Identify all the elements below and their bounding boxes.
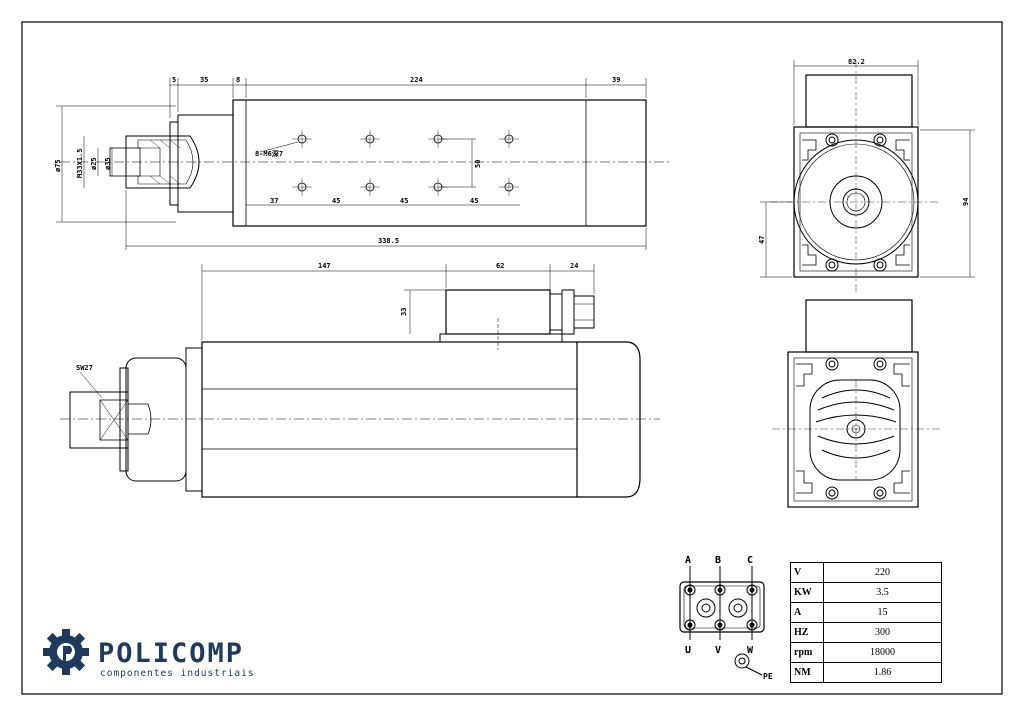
dim-224: 224 [410,76,423,84]
dim-collet-diameter: ø35 [104,157,112,170]
dim-inner-diameter: ø25 [90,157,98,170]
spec-value: 1.86 [823,662,942,683]
logo-tagline: componentes industriais [100,668,255,679]
spec-value: 18000 [823,642,942,663]
dim-24: 24 [570,262,578,270]
dim-body-diameter: ø75 [54,159,62,172]
terminal-label-w: W [747,645,754,656]
spec-value: 300 [823,622,942,643]
terminal-label-v: V [715,645,721,656]
spec-label: HZ [790,622,824,643]
dim-37: 37 [270,197,278,205]
spec-value: 220 [823,562,942,583]
spec-label: KW [790,582,824,603]
rear-view [772,299,942,508]
terminal-label-u: U [685,645,691,656]
dim-5: 5 [172,76,176,84]
logo-name: POLICOMP [98,638,244,669]
spec-value: 3.5 [823,582,942,603]
policomp-logo: POLICOMP componentes industriais [43,629,255,679]
dim-45-c: 45 [470,197,478,205]
gear-icon [43,629,89,675]
sheet-frame [21,21,1003,695]
dim-45-b: 45 [400,197,408,205]
dim-8: 8 [236,76,240,84]
lower-view: 147 62 24 33 SW27 [60,262,660,498]
terminal-label-b: B [715,555,721,566]
side-view: 5 35 8 224 39 338.5 ø75 M33X1.5 ø25 ø35 … [54,76,670,250]
spec-label: NM [790,662,824,683]
dim-thread: M33X1.5 [76,148,84,178]
dim-47: 47 [758,236,766,244]
dim-39: 39 [612,76,620,84]
front-view: 82.2 94 47 [758,58,975,292]
terminal-label-c: C [747,555,753,566]
dim-45-a: 45 [332,197,340,205]
dim-94: 94 [962,198,970,206]
spec-label: A [790,602,824,623]
dim-hole-vertical: 50 [474,160,482,168]
dim-82-2: 82.2 [848,58,865,66]
terminal-block: A B C U V W PE [679,555,773,681]
terminal-label-pe: PE [763,672,773,681]
dim-35: 35 [200,76,208,84]
terminal-label-a: A [685,555,691,566]
spec-value: 15 [823,602,942,623]
dim-sw27: SW27 [76,364,93,372]
dim-33: 33 [400,308,408,316]
dim-holes: 8-M6深7 [255,149,283,158]
dim-total: 338.5 [378,237,399,245]
spec-label: V [790,562,824,583]
dim-147: 147 [318,262,331,270]
spec-label: rpm [790,642,824,663]
dim-62: 62 [496,262,504,270]
